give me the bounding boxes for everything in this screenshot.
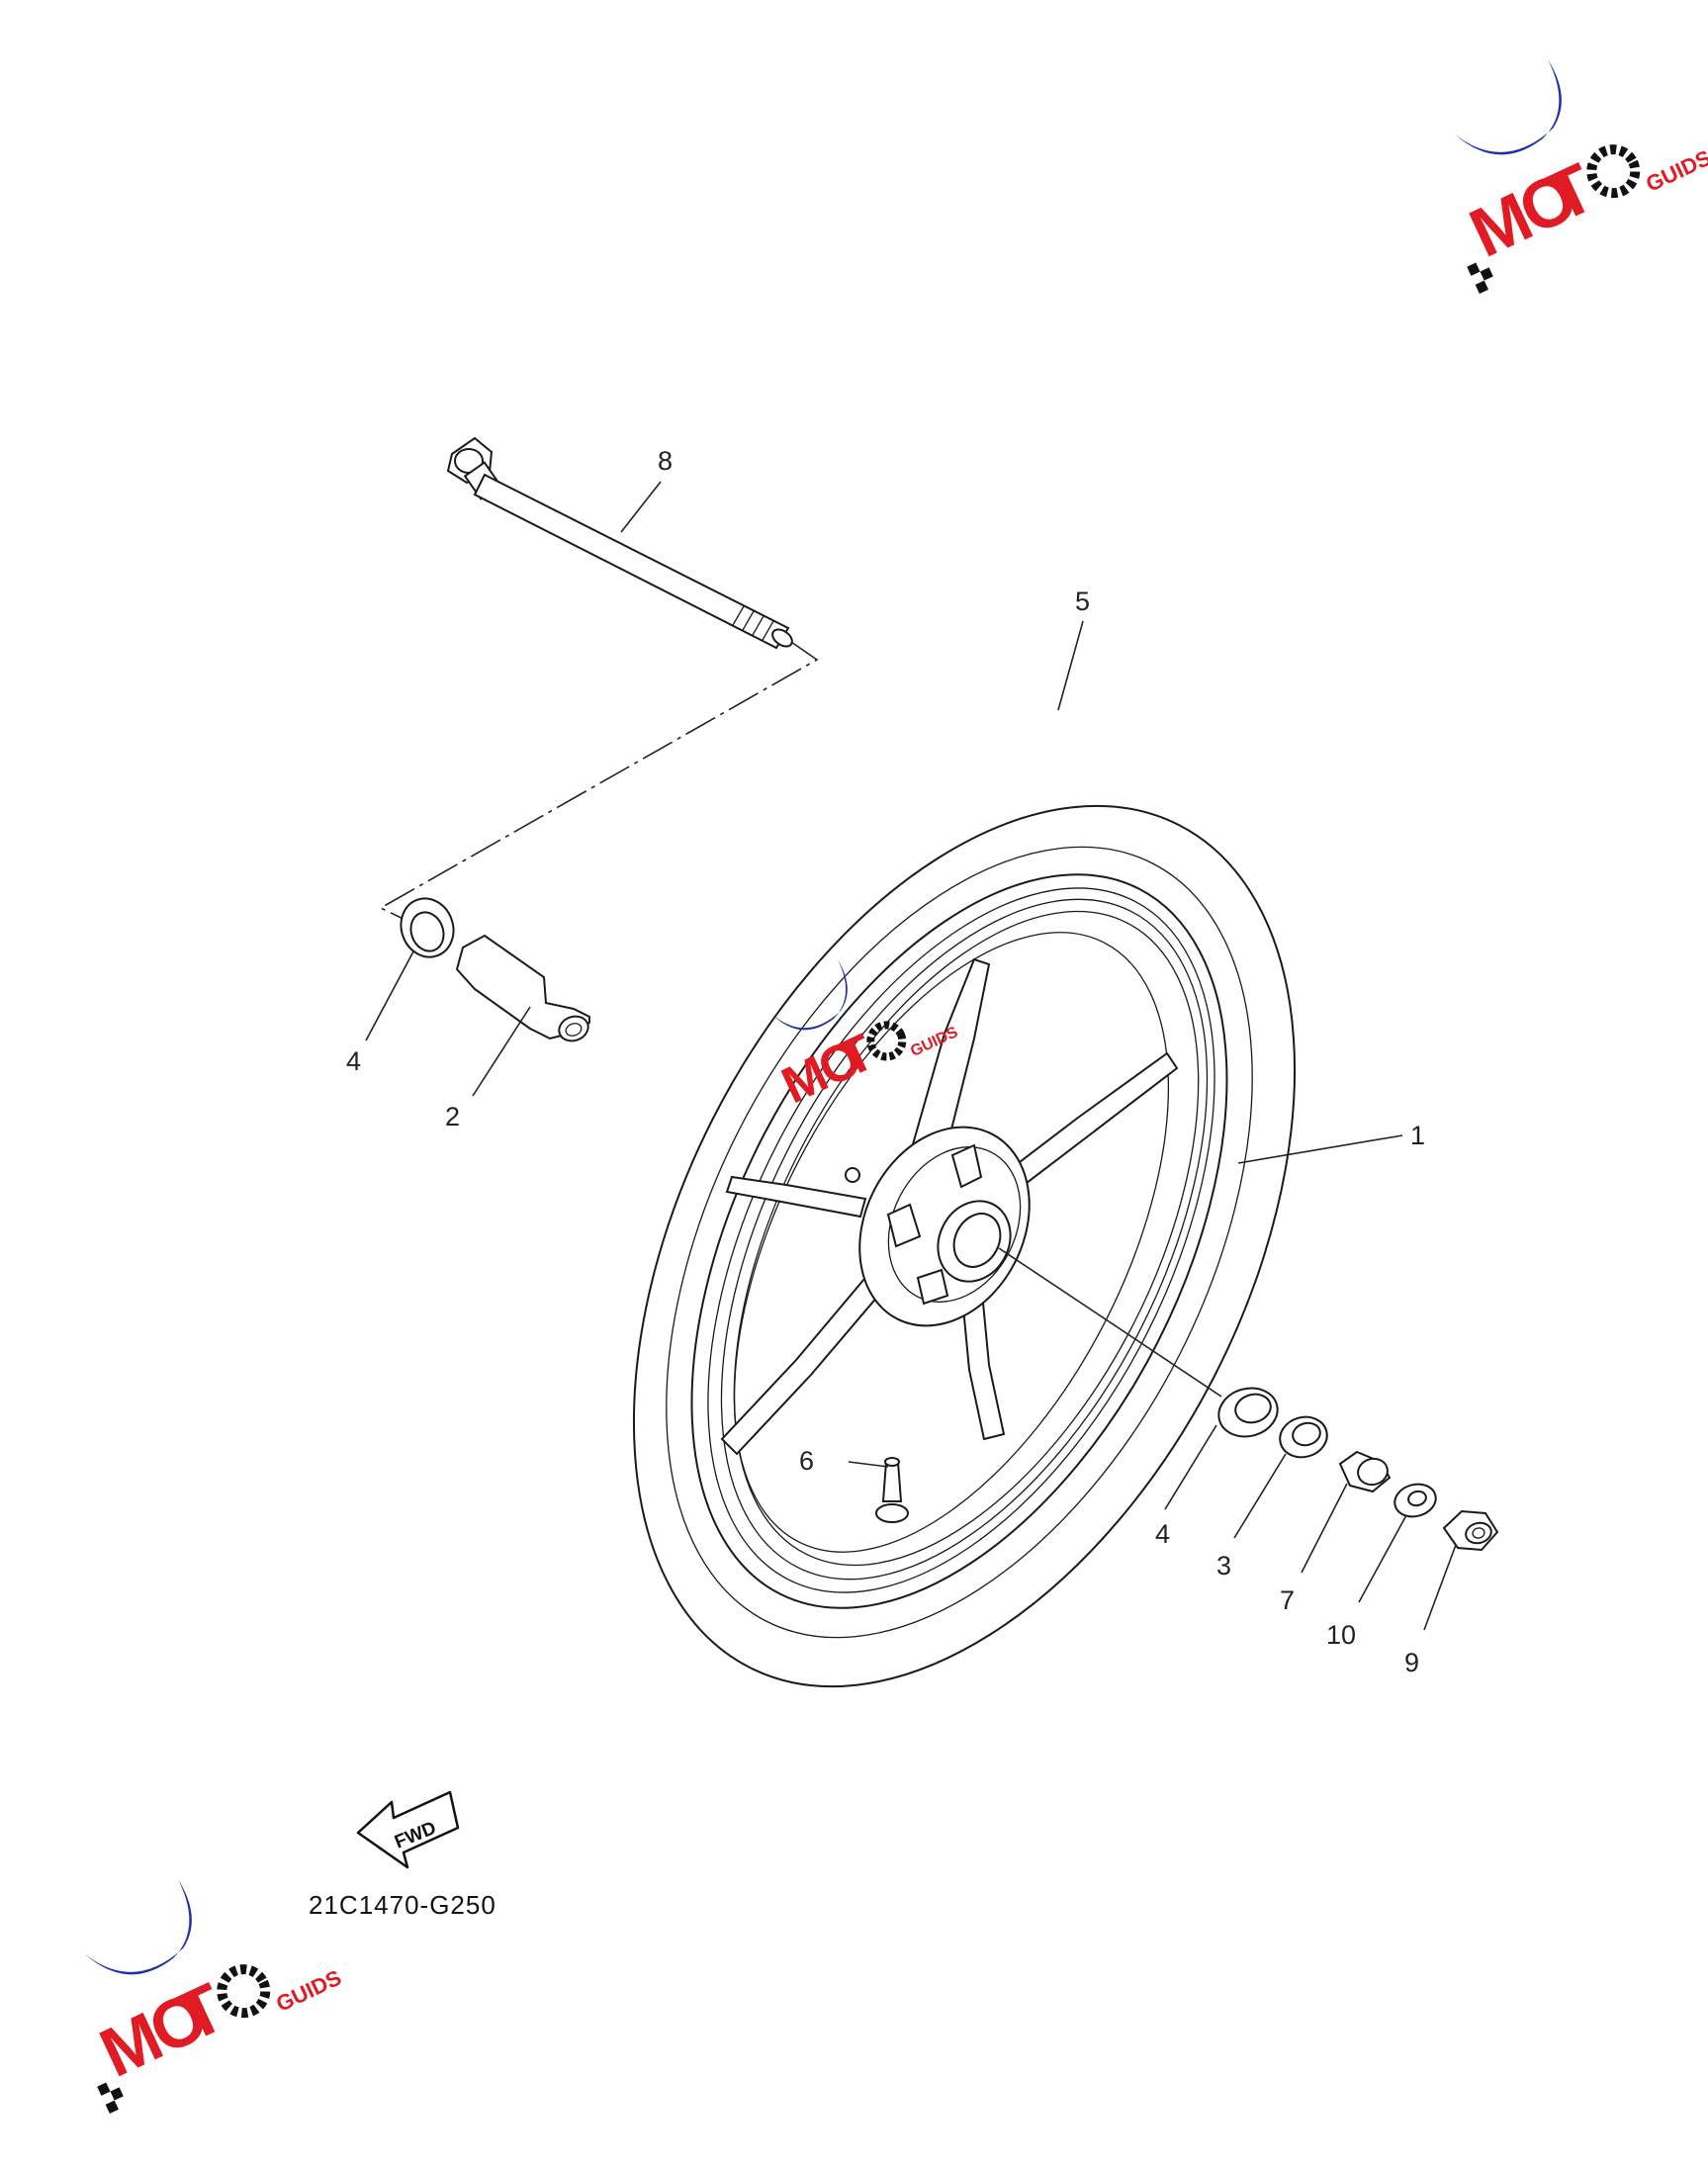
moto-guids-logo-top-right: MO T GUIDS: [1454, 59, 1708, 294]
valve-part-6: [875, 1457, 909, 1523]
wheel-part-1: [690, 873, 1228, 1609]
collar-part-7: [1338, 1450, 1392, 1493]
drawing-code: 21C1470-G250: [309, 1890, 496, 1920]
callout-8: 8: [658, 446, 673, 476]
svg-text:GUIDS: GUIDS: [272, 1965, 345, 2017]
callout-2: 2: [445, 1102, 460, 1131]
nut-part-9: [1442, 1509, 1499, 1552]
axle-alignment-line: [379, 641, 819, 926]
fwd-direction-arrow: FWD: [356, 1790, 460, 1869]
washer-part-10: [1393, 1483, 1437, 1518]
leader-lines: [365, 481, 1457, 1631]
callout-3: 3: [1216, 1551, 1231, 1581]
callout-10: 10: [1326, 1620, 1356, 1650]
collar-part-2: [455, 934, 590, 1042]
callout-1: 1: [1410, 1121, 1425, 1150]
callout-4-right: 4: [1155, 1519, 1170, 1549]
callout-6: 6: [799, 1446, 814, 1476]
callout-7: 7: [1280, 1585, 1295, 1615]
callout-4-left: 4: [346, 1046, 361, 1076]
oil-seal-part-3: [1279, 1415, 1328, 1459]
bearing-part-4-left: [400, 897, 455, 958]
callout-5: 5: [1075, 587, 1090, 616]
svg-text:GUIDS: GUIDS: [1642, 145, 1708, 197]
callout-9: 9: [1404, 1648, 1419, 1677]
callout-labels: 8 5 1 4 2 6 4 3 7 10 9: [346, 446, 1425, 1677]
axle-part-8: [446, 436, 793, 650]
bearing-part-4-right: [1217, 1387, 1279, 1438]
wheel-hub: [845, 1126, 1031, 1327]
